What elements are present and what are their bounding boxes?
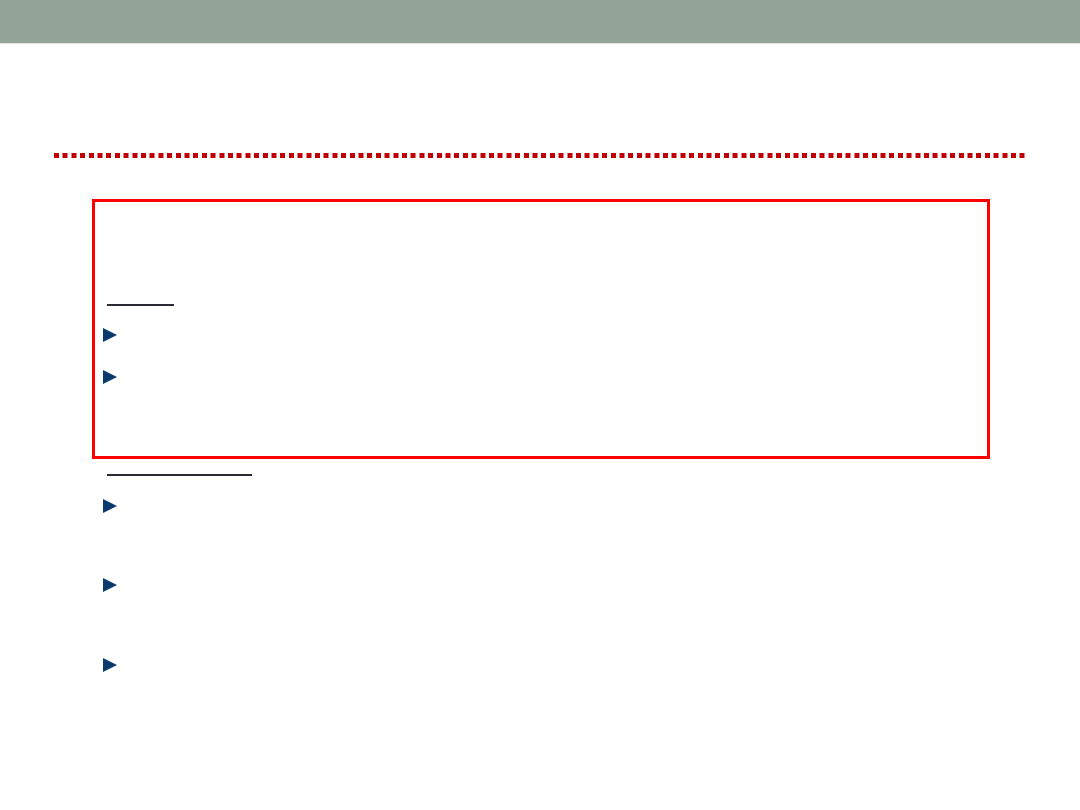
dotted-divider [54, 153, 1026, 158]
bullet-triangle-icon [103, 578, 117, 592]
bullet-triangle-icon [103, 499, 117, 513]
section-heading-underline [107, 304, 174, 306]
slide-header-bar [0, 0, 1080, 44]
bullet-triangle-icon [103, 658, 117, 672]
bullet-triangle-icon [103, 328, 117, 342]
highlight-box [92, 199, 990, 459]
section-heading-underline [107, 474, 252, 476]
bullet-triangle-icon [103, 370, 117, 384]
